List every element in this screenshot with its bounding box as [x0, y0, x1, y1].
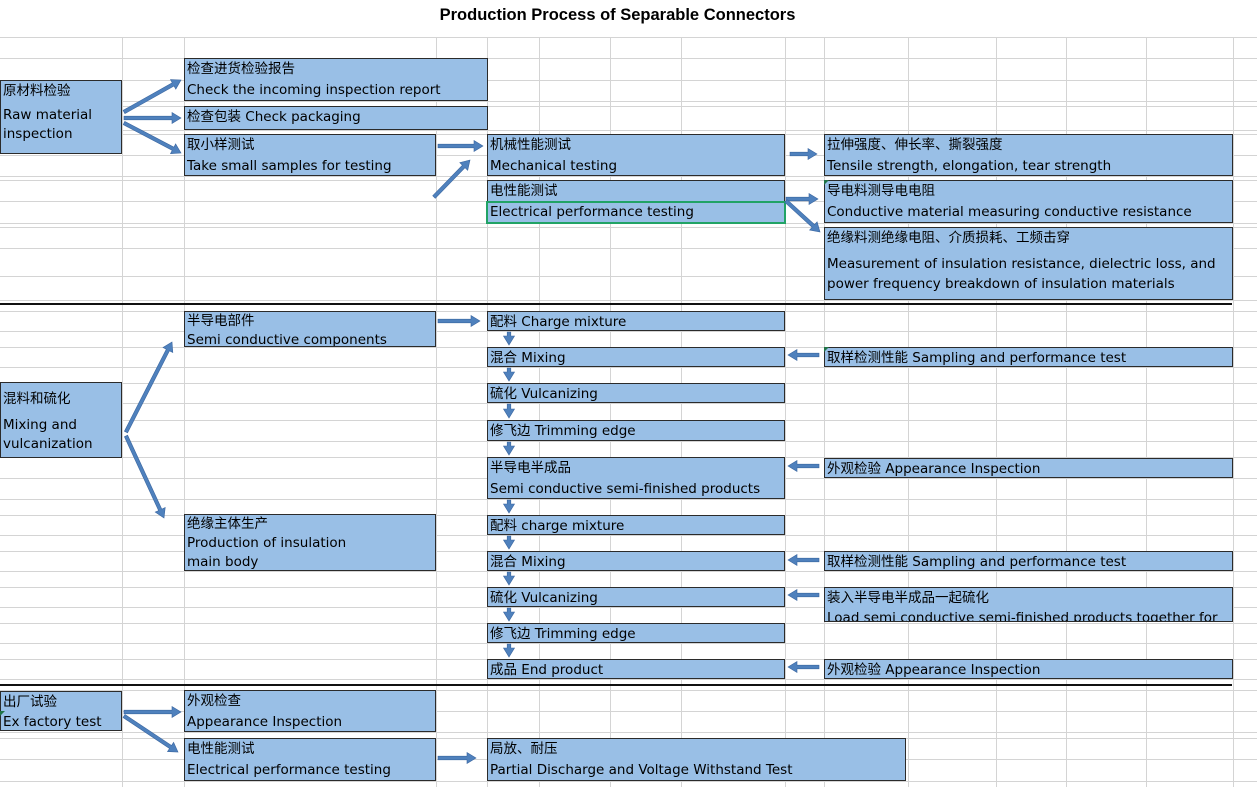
arrow-to-electrical	[432, 159, 471, 199]
arrow-to-mechanical	[437, 139, 484, 153]
arrow-from-semi-sampling	[787, 348, 820, 362]
insul-step-mixing[interactable]: 混合 Mixing	[487, 551, 785, 571]
arrow-from-semi-appearance	[787, 459, 820, 473]
stage-raw-material[interactable]: 原材料检验 Raw material inspection	[0, 80, 122, 154]
insul-side-load-semi-products[interactable]: 装入半导电半成品一起硫化 Load semi conductive semi-f…	[824, 587, 1233, 622]
result-tensile-strength[interactable]: 拉伸强度、伸长率、撕裂强度 Tensile strength, elongati…	[824, 134, 1233, 176]
arrow-down-step	[502, 331, 516, 346]
arrow-to-tensile	[789, 147, 818, 161]
arrow-to-semi-branch	[123, 341, 174, 434]
arrow-down-step	[502, 367, 516, 382]
semi-step-charge-mixture[interactable]: 配料 Charge mixture	[487, 311, 785, 331]
factory-appearance-inspection[interactable]: 外观检查 Appearance Inspection	[184, 690, 436, 732]
result-insulation-resistance[interactable]: 绝缘料测绝缘电阻、介质损耗、工频击穿 Measurement of insula…	[824, 227, 1233, 300]
step-mechanical-testing[interactable]: 机械性能测试 Mechanical testing	[487, 134, 785, 176]
arrow-down-step	[502, 403, 516, 419]
insul-side-sampling-test[interactable]: 取样检测性能 Sampling and performance test	[824, 551, 1233, 571]
arrow-down-step	[502, 535, 516, 550]
arrow-down-step	[502, 571, 516, 586]
insul-side-appearance[interactable]: 外观检验 Appearance Inspection	[824, 659, 1233, 679]
insul-step-trimming-edge[interactable]: 修飞边 Trimming edge	[487, 623, 785, 643]
semi-side-sampling-test[interactable]: 取样检测性能 Sampling and performance test	[824, 347, 1233, 367]
arrow-to-insul-branch	[124, 434, 166, 519]
selected-cell[interactable]	[486, 201, 786, 224]
insul-step-vulcanizing[interactable]: 硫化 Vulcanizing	[487, 587, 785, 607]
arrow-down-step	[502, 607, 516, 622]
cell-comment-marker	[824, 347, 829, 352]
step-check-packaging[interactable]: 检查包装 Check packaging	[184, 106, 488, 130]
result-conductive-resistance[interactable]: 导电料测导电电阻 Conductive material measuring c…	[824, 180, 1233, 223]
arrow-to-factory-electrical	[122, 714, 179, 753]
arrow-to-packaging	[123, 111, 182, 125]
step-check-inspection-report[interactable]: 检查进货检验报告 Check the incoming inspection r…	[184, 58, 488, 101]
arrow-to-factory-appearance	[123, 705, 182, 719]
arrow-from-load-semi	[787, 588, 820, 602]
insul-step-charge-mixture[interactable]: 配料 charge mixture	[487, 515, 785, 535]
semi-step-trimming-edge[interactable]: 修飞边 Trimming edge	[487, 420, 785, 441]
step-take-samples[interactable]: 取小样测试 Take small samples for testing	[184, 134, 436, 176]
arrow-to-semi-charge	[437, 314, 481, 328]
section-separator	[0, 684, 1232, 686]
arrow-to-partial-discharge	[437, 751, 477, 765]
section-separator	[0, 303, 1232, 305]
arrow-to-inspection-report	[122, 79, 182, 115]
arrow-from-insul-sampling	[787, 553, 820, 567]
page-title: Production Process of Separable Connecto…	[439, 6, 796, 24]
insul-step-end-product[interactable]: 成品 End product	[487, 659, 785, 679]
cell-comment-marker	[0, 711, 5, 716]
arrow-from-insul-appearance	[787, 660, 820, 674]
arrow-to-samples	[122, 120, 182, 155]
branch-semi-conductive[interactable]: 半导电部件 Semi conductive components	[184, 311, 436, 347]
cell-comment-marker	[824, 180, 829, 185]
arrow-down-step	[502, 441, 516, 456]
semi-step-mixing[interactable]: 混合 Mixing	[487, 347, 785, 367]
arrow-down-step	[502, 643, 516, 658]
semi-side-appearance[interactable]: 外观检验 Appearance Inspection	[824, 458, 1233, 478]
stage-ex-factory-test[interactable]: 出厂试验 Ex factory test	[0, 691, 122, 731]
factory-partial-discharge-test[interactable]: 局放、耐压 Partial Discharge and Voltage With…	[487, 738, 906, 781]
arrow-down-step	[502, 499, 516, 514]
semi-step-vulcanizing[interactable]: 硫化 Vulcanizing	[487, 383, 785, 403]
branch-insulation-body[interactable]: 绝缘主体生产 Production of insulation main bod…	[184, 514, 436, 571]
arrow-to-insulation	[784, 199, 821, 233]
semi-output[interactable]: 半导电半成品 Semi conductive semi-finished pro…	[487, 457, 785, 499]
factory-electrical-testing[interactable]: 电性能测试 Electrical performance testing	[184, 738, 436, 781]
arrow-to-conductive	[785, 192, 819, 206]
stage-mixing-vulcanization[interactable]: 混料和硫化 Mixing and vulcanization	[0, 382, 122, 458]
